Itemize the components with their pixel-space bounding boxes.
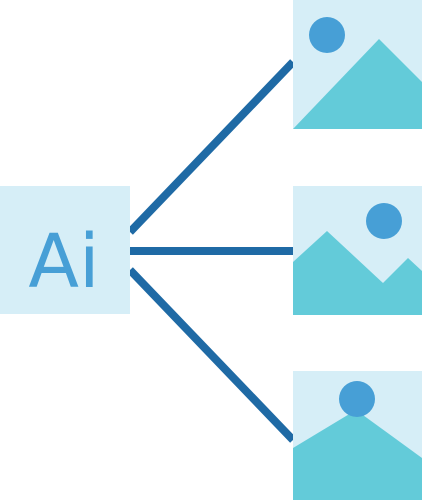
source-node-label: Ai	[28, 219, 99, 305]
image-mountain-icon	[293, 186, 422, 315]
image-3-sun-icon	[339, 381, 375, 417]
image-2-mountain	[293, 231, 422, 315]
connectors	[127, 59, 296, 443]
image-1-mountain	[293, 39, 422, 129]
source-node-background	[0, 186, 130, 314]
image-mountain-icon	[293, 371, 422, 500]
image-3-mountain	[293, 410, 422, 500]
connector-to-image-3	[127, 267, 296, 443]
image-mountain-icon	[293, 0, 422, 129]
image-2-sun-icon	[366, 203, 402, 239]
source-node: Ai	[0, 186, 130, 314]
image-1-sun-icon	[309, 17, 345, 53]
connector-to-image-1	[127, 59, 296, 235]
